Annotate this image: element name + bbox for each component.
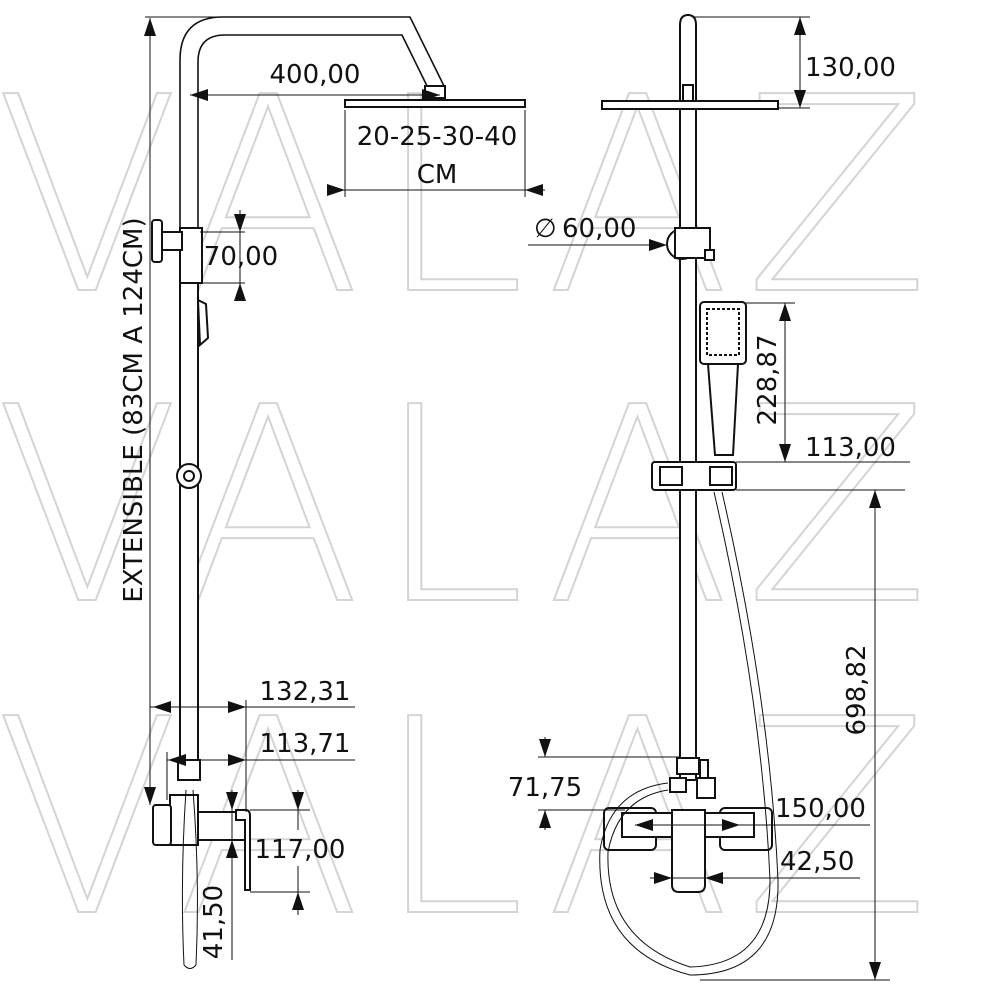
mixer-width-dim: 150,00 bbox=[775, 794, 866, 824]
main-pipe-front bbox=[679, 13, 697, 781]
diverter-outlet bbox=[704, 249, 715, 261]
hand-shower-handle bbox=[706, 363, 740, 456]
diverter-knob bbox=[151, 219, 163, 263]
mixer-height-dim: 117,00 bbox=[255, 835, 346, 865]
head-sizes-dim: 20-25-30-40 bbox=[357, 122, 517, 152]
hose-nut bbox=[669, 777, 687, 793]
shower-head-side bbox=[344, 99, 526, 108]
slider-grip-left bbox=[659, 466, 683, 486]
hose-side bbox=[181, 789, 198, 969]
slider-grip-right bbox=[709, 466, 733, 486]
diverter-stem bbox=[159, 231, 183, 251]
mixer-offset-front-dim: 71,75 bbox=[508, 773, 582, 803]
head-height-dim: 130,00 bbox=[805, 53, 896, 83]
hose-inner bbox=[607, 491, 771, 968]
head-connector-front bbox=[682, 84, 694, 102]
hand-shower-side bbox=[196, 298, 210, 348]
depth-body-dim: 113,71 bbox=[260, 729, 351, 759]
hose-outer bbox=[599, 491, 779, 976]
diverter-height-dim: 70,00 bbox=[204, 242, 278, 272]
hand-shower-length-dim: 228,87 bbox=[753, 335, 783, 426]
mixer-knob bbox=[152, 804, 172, 846]
mixer-offset-dim: 41,50 bbox=[199, 885, 229, 959]
slider-width-dim: 113,00 bbox=[805, 433, 896, 463]
left-view: EXTENSIBLE (83CM A 124CM) 400,00 20-25-3… bbox=[119, 16, 545, 969]
head-unit-label: CM bbox=[417, 160, 458, 190]
watermark-row-2: VALAZ bbox=[0, 349, 943, 664]
arm-length-dim: 400,00 bbox=[270, 60, 361, 90]
slider-screw bbox=[183, 470, 195, 482]
extension-label: EXTENSIBLE (83CM A 124CM) bbox=[119, 217, 149, 602]
main-pipe bbox=[179, 254, 199, 766]
mixer-body bbox=[197, 811, 247, 841]
mixer-coupling-front bbox=[676, 757, 700, 775]
depth-total-dim: 132,31 bbox=[260, 677, 351, 707]
spout-front bbox=[671, 809, 706, 893]
watermark: VALAZ VALAZ VALAZ bbox=[0, 38, 943, 977]
valve-body bbox=[696, 777, 716, 799]
pipe-diameter-dim: 60,00 bbox=[562, 214, 636, 244]
shower-head-front bbox=[601, 100, 779, 110]
right-view: 130,00 ∅ 60,00 228,87 113,00 698,82 71,7… bbox=[508, 13, 910, 981]
watermark-row-1: VALAZ bbox=[0, 39, 943, 354]
spout-width-dim: 42,50 bbox=[780, 847, 854, 877]
hand-shower-nozzles bbox=[706, 308, 740, 356]
diameter-symbol: ∅ bbox=[534, 214, 557, 244]
mixer-lever bbox=[235, 809, 251, 891]
diverter-body bbox=[179, 227, 203, 284]
slider-to-floor-dim: 698,82 bbox=[842, 645, 872, 736]
